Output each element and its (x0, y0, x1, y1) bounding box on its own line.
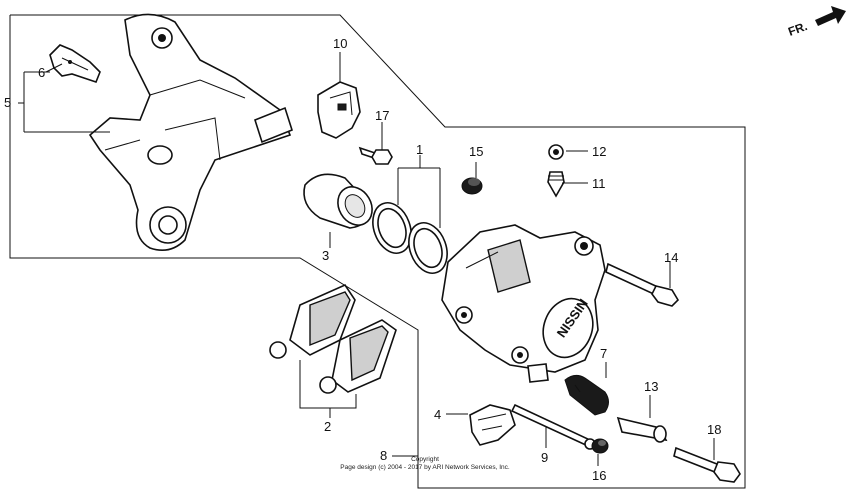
dust-boot (564, 374, 609, 416)
caliper-body: NISSIN (441, 224, 606, 383)
callout-12: 12 (592, 144, 606, 159)
callout-13: 13 (644, 379, 658, 394)
callout-5: 5 (4, 95, 11, 110)
copyright-notice: Copyright Page design (c) 2004 - 2017 by… (340, 456, 510, 471)
caliper-bracket (88, 13, 293, 251)
callout-18: 18 (707, 422, 721, 437)
pin-plug (591, 438, 609, 454)
front-label: FR. (786, 19, 809, 39)
callout-4: 4 (434, 407, 441, 422)
callout-16: 16 (592, 468, 606, 483)
caliper-clip (317, 81, 361, 139)
pad-pin (510, 403, 596, 450)
pad-retainer (469, 404, 516, 446)
callout-9: 9 (541, 450, 548, 465)
callout-7: 7 (600, 346, 607, 361)
bolt-18 (673, 446, 741, 483)
pin-sleeve (616, 416, 668, 443)
callout-14: 14 (664, 250, 678, 265)
piston-seal-set (372, 202, 448, 274)
callout-15: 15 (469, 144, 483, 159)
callout-11: 11 (592, 176, 606, 191)
callout-3: 3 (322, 248, 329, 263)
bolt-17 (358, 146, 393, 165)
callout-6: 6 (38, 65, 45, 80)
callout-8: 8 (380, 448, 387, 463)
copyright-line-2: Page design (c) 2004 - 2017 by ARI Netwo… (340, 464, 510, 471)
front-direction-indicator: FR. (786, 6, 846, 39)
pad-spring (49, 44, 101, 83)
copyright-line-1: Copyright (411, 456, 439, 463)
brake-pads (269, 283, 397, 394)
caliper-pin-bolt (605, 262, 680, 307)
callout-10: 10 (333, 36, 347, 51)
diagram-frame (9, 14, 746, 489)
bleeder-valve (547, 144, 565, 198)
leader-lines (18, 52, 715, 466)
callout-1: 1 (416, 142, 423, 157)
caliper-piston (303, 173, 373, 229)
callout-2: 2 (324, 419, 331, 434)
arrow-right-icon (815, 6, 846, 26)
bleeder-cap (461, 177, 483, 195)
callout-numbers: 5 6 10 17 1 15 12 11 14 3 7 13 4 2 18 8 … (4, 36, 721, 483)
callout-17: 17 (375, 108, 389, 123)
